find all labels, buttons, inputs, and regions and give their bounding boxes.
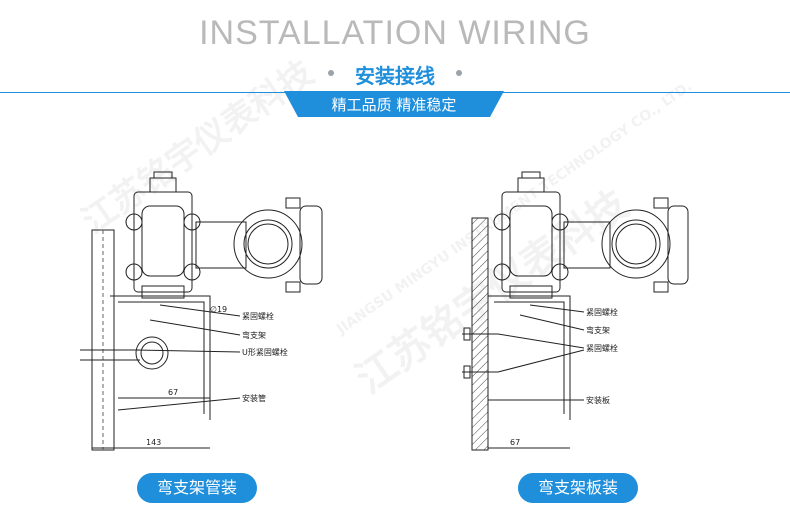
right-label-tight-bolt-2: 紧固螺栓	[586, 343, 618, 353]
page-title: INSTALLATION WIRING	[199, 14, 591, 52]
banner-shape	[284, 91, 504, 117]
rule-left	[0, 92, 300, 93]
left-label-u-bolt: U形紧固螺栓	[242, 347, 288, 357]
left-label-pipe: 安装管	[242, 393, 266, 403]
right-label-tight-bolt: 紧固螺栓	[586, 307, 618, 317]
left-dim-19: ∅19	[210, 305, 227, 314]
mounting-pipe	[91, 229, 115, 451]
dot-left	[328, 70, 334, 76]
right-dim-67: 67	[510, 438, 520, 447]
installation-diagram: 紧固螺栓 弯支架 U形紧固螺栓 安装管 67 143 ∅19 紧固螺栓 弯支架 …	[80, 171, 689, 451]
dot-right	[456, 70, 462, 76]
banner-text: 精工品质 精准稳定	[331, 96, 457, 114]
right-caption-pill: 弯支架板装	[518, 473, 638, 503]
left-dim-67: 67	[168, 388, 178, 397]
left-caption-pill: 弯支架管装	[137, 473, 257, 503]
left-transmitter	[80, 171, 323, 451]
right-label-bend-bracket: 弯支架	[586, 325, 610, 335]
left-label-bend-bracket: 弯支架	[242, 330, 266, 340]
rule-right	[490, 92, 790, 93]
page-subtitle: 安装接线	[355, 64, 435, 88]
right-label-plate: 安装板	[586, 395, 610, 405]
right-transmitter	[462, 171, 689, 451]
left-label-tight-bolt: 紧固螺栓	[242, 311, 274, 321]
left-dim-143: 143	[146, 438, 161, 447]
